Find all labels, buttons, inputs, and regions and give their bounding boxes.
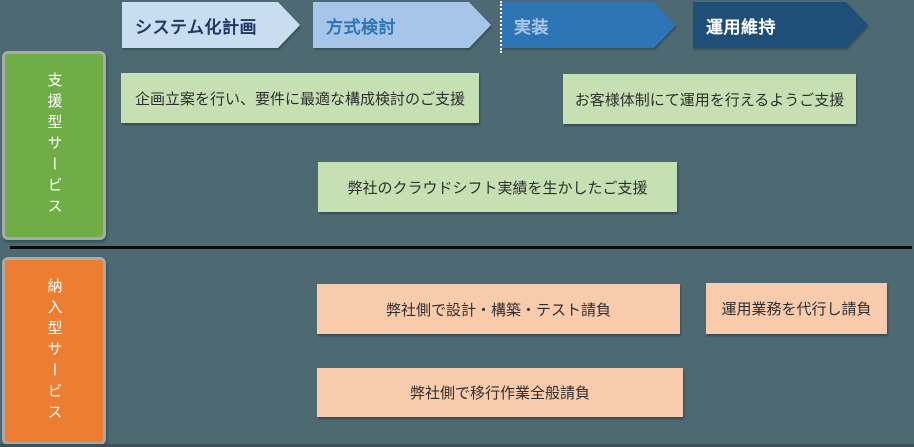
phase-label: 実装 <box>514 17 549 38</box>
phase-chevron-shape: 方式検討 <box>313 2 491 48</box>
phase-chevron-shape: システム化計画 <box>122 2 300 48</box>
phase-chevron-shape: 実装 <box>501 2 676 48</box>
note-operation-outsourcing: 運用業務を代行し請負 <box>706 283 887 334</box>
note-text: 弊社側で設計・構築・テスト請負 <box>385 300 611 319</box>
phase-label: システム化計画 <box>135 17 257 38</box>
phase-label: 方式検討 <box>326 17 396 38</box>
row-divider-line <box>10 246 912 249</box>
phase-chevron-implementation: 実装 <box>501 2 676 48</box>
note-planning-support: 企画立案を行い、要件に最適な構成検討のご支援 <box>121 73 479 123</box>
note-text: お客様体制にて運用を行えるようご支援 <box>574 90 845 109</box>
note-text: 企画立案を行い、要件に最適な構成検討のご支援 <box>134 89 465 108</box>
bottom-edge-strip <box>0 444 914 447</box>
phase-label: 運用維持 <box>706 17 776 38</box>
note-text: 弊社側で移行作業全般請負 <box>409 384 590 402</box>
phase-chevron-shape: 運用維持 <box>693 2 868 48</box>
phase-chevron-operation-maintenance: 運用維持 <box>693 2 868 48</box>
note-text: 運用業務を代行し請負 <box>721 300 872 318</box>
dotted-cursor-artifact <box>500 1 502 53</box>
note-text: 弊社のクラウドシフト実績を生かしたご支援 <box>347 178 648 197</box>
note-cloud-shift-support: 弊社のクラウドシフト実績を生かしたご支援 <box>318 162 677 212</box>
note-migration-contract: 弊社側で移行作業全般請負 <box>317 368 683 417</box>
row-header-label: 納入型サービス <box>45 277 64 425</box>
row-header-support-service: 支援型サービス <box>2 51 106 240</box>
note-design-build-test: 弊社側で設計・構築・テスト請負 <box>317 284 680 334</box>
row-header-delivery-service: 納入型サービス <box>2 257 106 445</box>
row-header-label: 支援型サービス <box>45 72 64 219</box>
phase-chevron-method-study: 方式検討 <box>313 2 491 48</box>
phase-chevron-system-planning: システム化計画 <box>122 2 300 48</box>
note-operation-support: お客様体制にて運用を行えるようご支援 <box>563 74 856 124</box>
